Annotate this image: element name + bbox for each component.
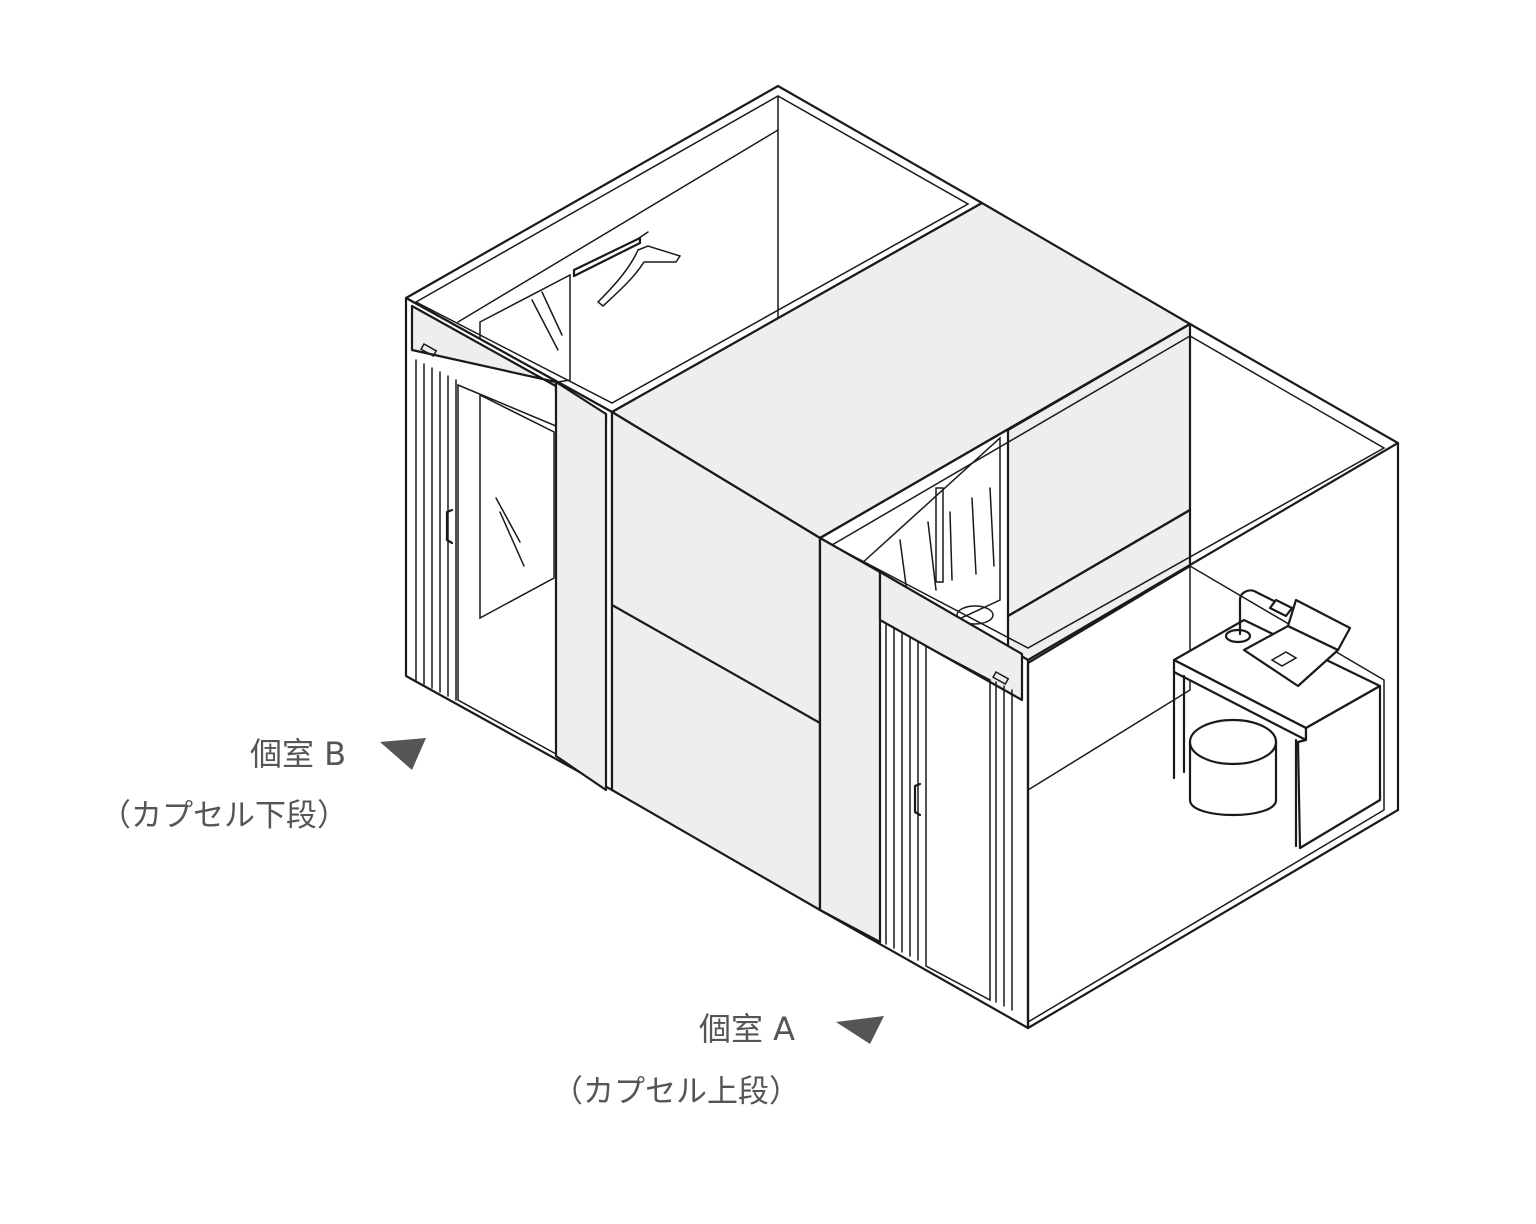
room-b-label: 個室 B [250,735,347,773]
side-panel-seam [610,603,822,725]
glass-reflection [531,299,559,351]
room-b-sublabel: （カプセル下段） [100,798,348,834]
room-a-front-header [878,570,1024,702]
room-b-top-inner [414,95,970,404]
room-b-number-plate [420,342,438,358]
hanger-rail [572,236,642,278]
door-reflection-2 [499,511,525,567]
room-a-curtain [885,624,1013,1011]
stool-icon [1188,718,1278,817]
laptop-screen [1286,598,1352,652]
room-a-doorway [925,644,991,1002]
room-b-door-handle [445,508,454,545]
room-a-sublabel: （カプセル上段） [552,1074,800,1110]
hanger-icon [596,231,682,307]
desk-lamp-icon [1224,589,1294,644]
room-a-bottom-edge [1026,808,1400,1030]
glass-reflection-2 [541,291,563,336]
room-a-unit [818,322,1400,1030]
room-a-light [956,605,994,625]
room-b-back-top [457,129,779,323]
room-a-label: 個室 A [699,1010,796,1048]
room-b-corner-column [554,380,608,792]
room-b-pointer-arrow [380,738,426,770]
room-a-number-plate [992,670,1010,686]
door-reflection [495,497,521,543]
room-a-left-column [818,536,882,944]
room-a-top-inner [830,335,1386,649]
desk [1172,618,1382,850]
desk-side-panel [1296,684,1382,850]
room-a-inner-curtain [899,487,995,601]
room-a-pointer-arrow [836,1016,884,1044]
laptop-icon [1242,598,1352,688]
room-b-unit [404,84,984,792]
room-a-rail-post [935,487,944,583]
laptop-pad [1270,651,1298,667]
room-b-door-glass [479,393,555,620]
wall-seam [1006,508,1192,618]
room-a-door-handle [913,782,922,817]
